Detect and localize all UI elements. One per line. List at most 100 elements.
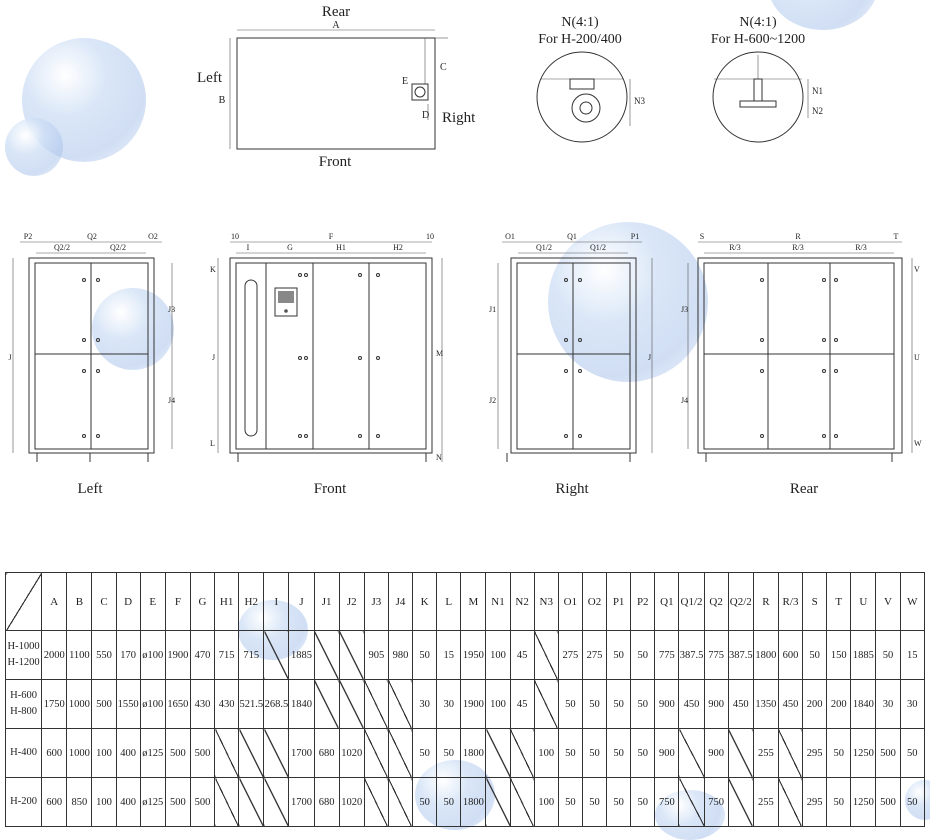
table-cell: 1900 (164, 630, 191, 680)
dim-label-n3: N3 (634, 96, 645, 106)
table-cell: 1885 (288, 630, 315, 680)
door-hinge (822, 278, 826, 282)
table-cell: 255 (752, 728, 779, 778)
door-hinge (822, 434, 826, 438)
column-header: N1 (485, 572, 511, 631)
door-hinge (376, 434, 380, 438)
table-cell: 470 (189, 630, 216, 680)
table-cell: 50 (436, 728, 462, 778)
cabinet-frame (510, 257, 637, 454)
empty-cell (777, 728, 804, 778)
dim-label: U (914, 353, 920, 362)
table-cell: 1800 (752, 630, 779, 680)
table-cell: 430 (189, 679, 216, 729)
dim-label: Q2/2 (54, 243, 70, 252)
cabinet-frame (28, 257, 155, 454)
table-cell: 387.5 (678, 630, 705, 680)
model-name: H-400 (10, 747, 38, 758)
column-header: M (460, 572, 487, 631)
dim-label: J (212, 353, 215, 362)
table-cell: 295 (802, 777, 828, 827)
model-cell: H-400 (4, 728, 43, 778)
table-cell: 500 (875, 728, 901, 778)
door-hinge (304, 434, 308, 438)
door-hinge (822, 369, 826, 373)
detail-small-title: N(4:1) (561, 15, 599, 30)
door-hinge (834, 434, 838, 438)
table-cell: 100 (485, 630, 511, 680)
table-cell: 50 (606, 630, 632, 680)
empty-cell (727, 728, 754, 778)
column-header: W (899, 572, 926, 631)
table-cell: 30 (875, 679, 901, 729)
table-cell: 50 (557, 728, 583, 778)
dim-label: V (914, 265, 920, 274)
table-cell: 30 (436, 679, 462, 729)
dim-label: J4 (681, 396, 688, 405)
table-cell: 100 (485, 679, 511, 729)
dim-label: R/3 (855, 243, 867, 252)
dim-label: Q1 (567, 232, 577, 241)
table-cell: 200 (802, 679, 828, 729)
control-panel (274, 287, 298, 317)
door-hinge (304, 356, 308, 360)
door-hinge (82, 369, 86, 373)
door-hinge (760, 369, 764, 373)
table-cell: 1650 (164, 679, 191, 729)
dim-label: F (329, 232, 334, 241)
decorative-bubble (22, 38, 146, 162)
dim-label: J (8, 353, 11, 362)
column-header: U (850, 572, 877, 631)
door-hinge (822, 338, 826, 342)
table-cell: 500 (164, 728, 191, 778)
table-cell: 100 (91, 777, 117, 827)
empty-cell (509, 728, 535, 778)
table-cell: 15 (899, 630, 926, 680)
table-cell: 387.5 (727, 630, 754, 680)
table-cell: 1800 (460, 728, 487, 778)
table-cell: 50 (581, 728, 608, 778)
table-cell: 775 (703, 630, 729, 680)
dim-label: 10 (231, 232, 239, 241)
dim-label: I (247, 243, 250, 252)
column-header: J2 (338, 572, 365, 631)
table-cell: 50 (581, 679, 608, 729)
dim-label: R/3 (792, 243, 804, 252)
table-cell: 1020 (338, 777, 365, 827)
table-cell: 900 (703, 728, 729, 778)
empty-cell (363, 728, 389, 778)
dim-label: J1 (489, 305, 496, 314)
column-header: B (66, 572, 93, 631)
door-hinge (564, 338, 568, 342)
door-hinge (304, 273, 308, 277)
table-cell: 680 (313, 777, 340, 827)
door-hinge (578, 338, 582, 342)
empty-cell (678, 728, 705, 778)
model-name: H-1200 (7, 657, 40, 668)
column-header: P1 (606, 572, 632, 631)
empty-cell (533, 679, 559, 729)
table-cell: ø100 (139, 679, 166, 729)
door-hinge (82, 338, 86, 342)
table-cell: 715 (214, 630, 240, 680)
dim-label-b: B (219, 95, 226, 106)
dim-label: P1 (631, 232, 639, 241)
dim-label: J3 (681, 305, 688, 314)
dim-label: R (795, 232, 801, 241)
outlet-circle (414, 86, 426, 98)
table-cell: 100 (91, 728, 117, 778)
cabinet-frame (697, 257, 903, 454)
detail-small-subtitle: For H-200/400 (538, 32, 622, 47)
rear-view-diagram: S R T R/3 R/3 R/3 J3 J4 V U W (681, 232, 922, 462)
dim-label: M (436, 349, 443, 358)
table-cell: 600 (777, 630, 804, 680)
column-header: O2 (581, 572, 608, 631)
door-hinge (760, 338, 764, 342)
caster-hub (579, 101, 593, 115)
table-cell: 750 (654, 777, 680, 827)
table-cell: 450 (777, 679, 804, 729)
table-cell: 100 (533, 777, 559, 827)
table-cell: 500 (189, 777, 216, 827)
table-cell: 900 (654, 679, 680, 729)
column-header: F (164, 572, 191, 631)
